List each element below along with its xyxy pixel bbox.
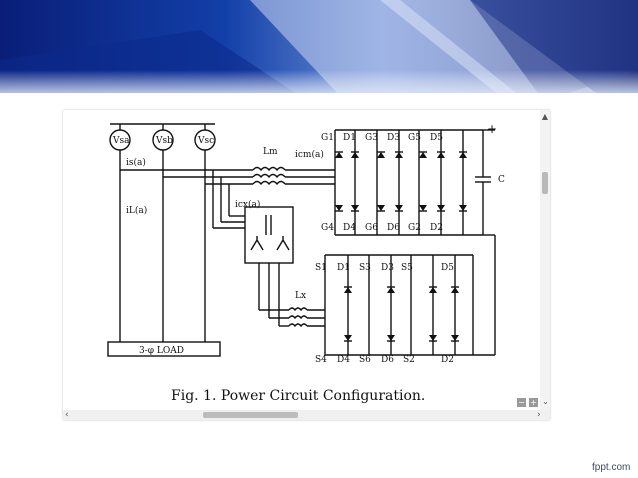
mid-label-g6: G6 [365, 223, 378, 233]
current-il-label: iL(a) [126, 205, 147, 216]
zoom-in-button[interactable]: + [529, 398, 538, 407]
upper-s-label-d3: D3 [381, 263, 394, 273]
lower-converter-diodes [343, 286, 460, 342]
vertical-scroll-thumb[interactable] [542, 172, 548, 194]
scroll-up-icon[interactable]: ▲ [541, 112, 549, 121]
document-viewer[interactable]: Vsa Vsb Vsc is(a) iL(a) icx(a) icm(a) Lm… [63, 110, 550, 420]
mid-label-d2: D2 [430, 223, 443, 233]
current-is-label: is(a) [126, 157, 146, 168]
mid-label-d6: D6 [387, 223, 400, 233]
mid-label-g4: G4 [321, 223, 334, 233]
top-label-d5: D5 [430, 133, 443, 143]
source-label-c: Vsc [197, 136, 214, 146]
source-label-b: Vsb [155, 136, 173, 146]
current-icx-label: icx(a) [235, 199, 260, 210]
scroll-right-icon[interactable]: › [537, 410, 541, 420]
lower-s-label-s4: S4 [315, 355, 327, 365]
mid-label-d4: D4 [343, 223, 356, 233]
top-label-d1: D1 [343, 133, 356, 143]
lower-s-label-s2: S2 [403, 355, 415, 365]
upper-s-label-s1: S1 [315, 263, 327, 273]
upper-s-label-s3: S3 [359, 263, 371, 273]
figure-caption: Fig. 1. Power Circuit Configuration. [171, 388, 425, 404]
upper-s-label-s5: S5 [401, 263, 413, 273]
source-label-a: Vsa [112, 136, 130, 146]
horizontal-scrollbar[interactable]: ‹ › [63, 410, 550, 420]
inductor-lx-label: Lx [295, 291, 306, 301]
upper-s-label-d5: D5 [441, 263, 454, 273]
vertical-scrollbar[interactable]: ▲ [540, 110, 550, 410]
top-label-g3: G3 [365, 133, 378, 143]
lower-s-label-d2: D2 [441, 355, 454, 365]
mid-label-g2: G2 [408, 223, 421, 233]
power-circuit-diagram: Vsa Vsb Vsc is(a) iL(a) icx(a) icm(a) Lm… [107, 122, 505, 404]
scroll-left-icon[interactable]: ‹ [65, 410, 69, 420]
top-label-g5: G5 [408, 133, 421, 143]
lower-s-label-s6: S6 [359, 355, 371, 365]
lower-s-label-d6: D6 [381, 355, 394, 365]
zoom-out-button[interactable]: − [517, 398, 526, 407]
brand-watermark: fppt.com [592, 462, 631, 473]
top-label-d3: D3 [387, 133, 400, 143]
dc-plus-label: + [487, 122, 497, 136]
inductor-lm-label: Lm [263, 147, 278, 157]
lower-s-label-d4: D4 [337, 355, 350, 365]
header-banner [0, 0, 638, 96]
capacitor-label: C [498, 175, 505, 185]
load-label: 3-φ LOAD [139, 346, 184, 356]
top-label-g1: G1 [321, 133, 334, 143]
horizontal-scroll-thumb[interactable] [203, 412, 298, 418]
upper-s-label-d1: D1 [337, 263, 350, 273]
scroll-down-icon[interactable]: ⌄ [542, 397, 549, 406]
current-icm-label: icm(a) [295, 149, 324, 160]
